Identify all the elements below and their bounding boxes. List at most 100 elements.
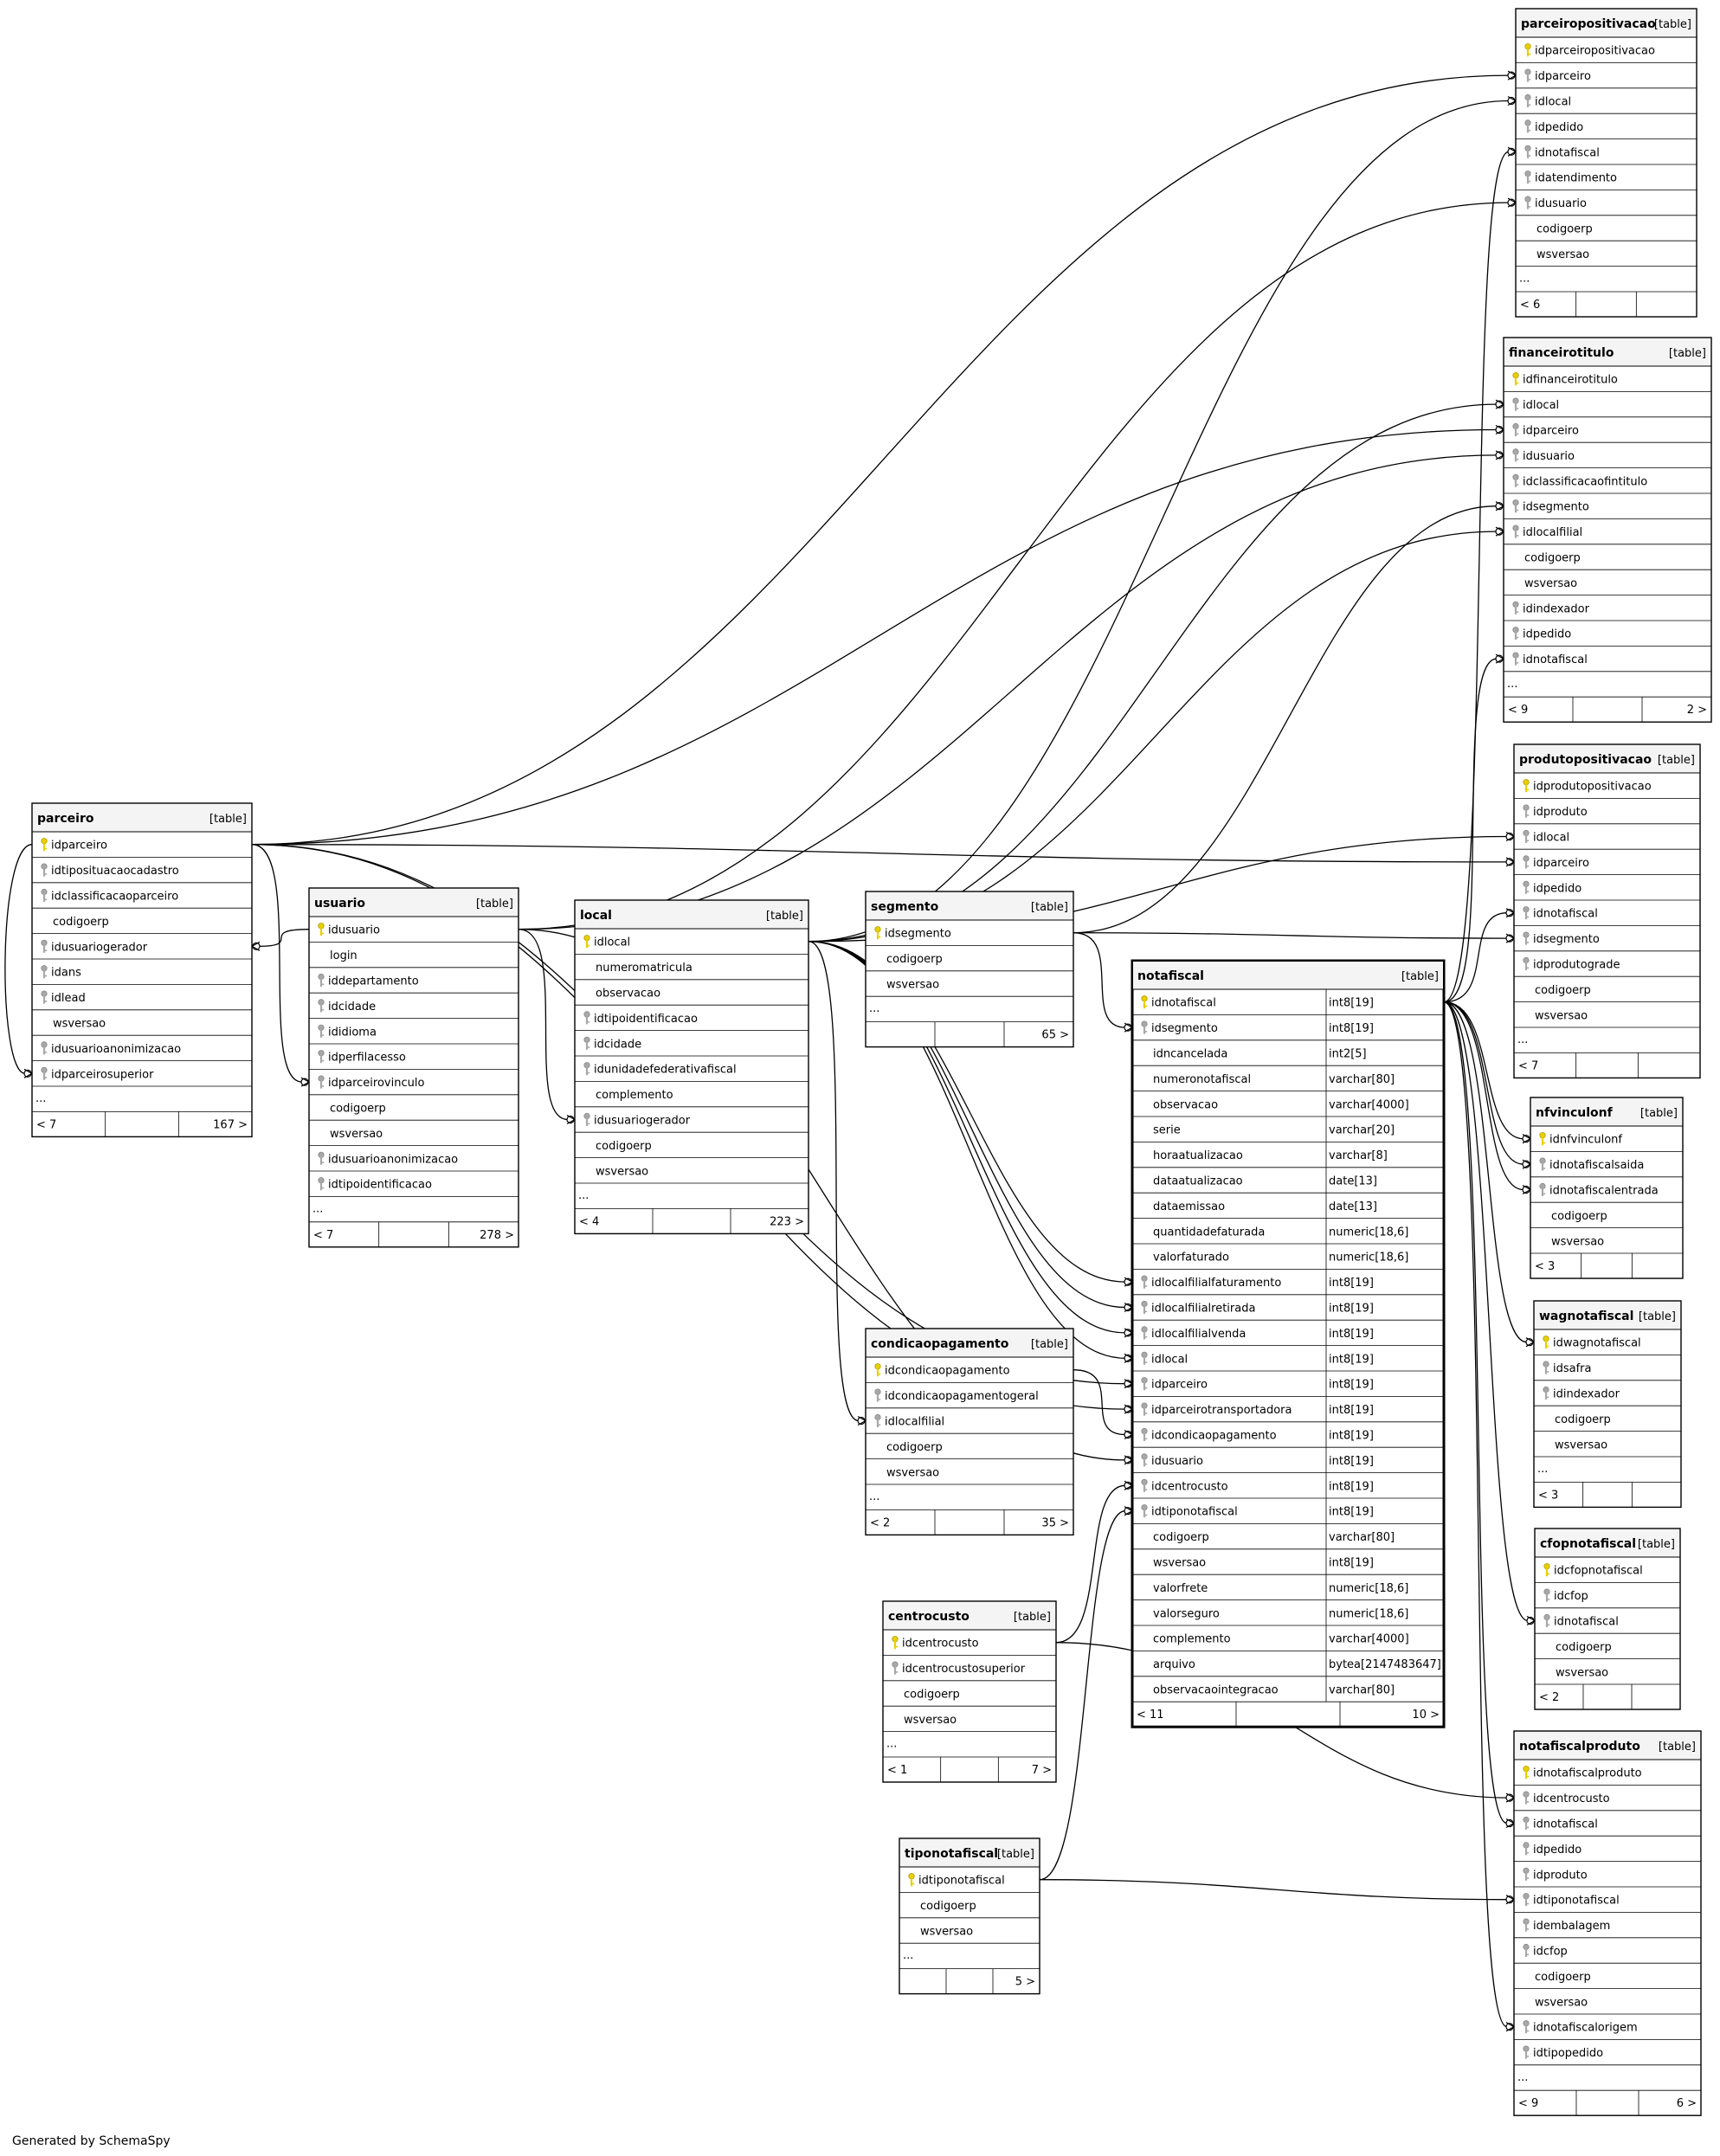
- column-row[interactable]: idparceiropositivacao: [1516, 43, 1697, 63]
- column-row[interactable]: idproduto: [1514, 804, 1700, 825]
- column-row[interactable]: idcondicaopagamentogeral: [866, 1388, 1073, 1409]
- column-row[interactable]: complemento: [575, 1089, 808, 1108]
- column-row[interactable]: wsversao: [1514, 1996, 1701, 2015]
- column-row[interactable]: codigoerp: [1516, 223, 1697, 241]
- column-row[interactable]: idtiponotafiscal: [1514, 1893, 1701, 1913]
- column-row[interactable]: wsversao: [575, 1165, 808, 1184]
- column-row[interactable]: idnotafiscalentrada: [1530, 1182, 1683, 1203]
- column-row[interactable]: idusuario: [309, 923, 519, 943]
- table-financeirotitulo[interactable]: financeirotitulo[table]idfinanceirotitul…: [1503, 337, 1712, 723]
- column-row[interactable]: idlocal: [1504, 397, 1711, 418]
- table-notafiscalproduto[interactable]: notafiscalproduto[table]idnotafiscalprod…: [1513, 1730, 1702, 2116]
- column-row[interactable]: idlocal: [575, 935, 808, 955]
- column-row[interactable]: idtipopedido: [1514, 2045, 1701, 2066]
- column-row[interactable]: wsversao: [1516, 248, 1697, 267]
- column-row[interactable]: wsversao: [1535, 1666, 1680, 1685]
- column-row[interactable]: codigoerp: [1535, 1641, 1680, 1659]
- column-row[interactable]: login: [309, 949, 519, 969]
- column-row[interactable]: wsversao: [899, 1926, 1040, 1944]
- column-row[interactable]: idindexador: [1534, 1386, 1681, 1406]
- column-row[interactable]: codigoerp: [1514, 1971, 1701, 1990]
- table-usuario[interactable]: usuario[table]idusuariologiniddepartamen…: [308, 887, 519, 1248]
- column-row[interactable]: idusuarioanonimizacao: [309, 1151, 519, 1172]
- table-nfvinculonf[interactable]: nfvinculonf[table]idnfvinculonfidnotafis…: [1530, 1097, 1684, 1279]
- column-row[interactable]: wsversao: [32, 1018, 252, 1036]
- table-cfopnotafiscal[interactable]: cfopnotafiscal[table]idcfopnotafiscalidc…: [1534, 1528, 1681, 1710]
- column-row[interactable]: idnotafiscalorigem: [1514, 2020, 1701, 2040]
- column-row[interactable]: idcentrocusto: [1514, 1791, 1701, 1812]
- column-row[interactable]: idindexador: [1504, 601, 1711, 621]
- column-row[interactable]: idtipoidentificacao: [575, 1011, 808, 1031]
- column-row[interactable]: idpedido: [1504, 627, 1711, 647]
- column-row[interactable]: idnotafiscal: [1504, 652, 1711, 673]
- column-row[interactable]: idtipoidentificacao: [309, 1177, 519, 1197]
- column-row[interactable]: idlocal: [1516, 93, 1697, 114]
- column-row[interactable]: idans: [32, 965, 252, 985]
- column-row[interactable]: idcentrocustosuperior: [883, 1661, 1056, 1682]
- table-produtopositivacao[interactable]: produtopositivacao[table]idprodutopositi…: [1513, 743, 1701, 1079]
- column-row[interactable]: idnotafiscal: [1514, 906, 1700, 926]
- column-row[interactable]: idcfop: [1535, 1588, 1680, 1609]
- column-row[interactable]: idwagnotafiscal: [1534, 1335, 1681, 1355]
- column-row[interactable]: codigoerp: [1504, 552, 1711, 570]
- column-row[interactable]: idcidade: [575, 1036, 808, 1057]
- column-row[interactable]: idcidade: [309, 999, 519, 1019]
- column-row[interactable]: wsversao: [1504, 577, 1711, 595]
- column-row[interactable]: idfinanceirotitulo: [1504, 372, 1711, 392]
- column-row[interactable]: codigoerp: [1530, 1210, 1683, 1228]
- column-row[interactable]: idnotafiscal: [1514, 1816, 1701, 1837]
- column-row[interactable]: idpedido: [1516, 119, 1697, 140]
- column-row[interactable]: idembalagem: [1514, 1918, 1701, 1939]
- table-parceiro[interactable]: parceiro[table]idparceiroidtiposituacaoc…: [31, 802, 253, 1138]
- column-row[interactable]: idnotafiscalproduto: [1514, 1766, 1701, 1786]
- column-row[interactable]: idusuario: [1504, 448, 1711, 468]
- table-condicaopagamento[interactable]: condicaopagamento[table]idcondicaopagame…: [865, 1328, 1074, 1536]
- column-row[interactable]: idnotafiscal: [1516, 145, 1697, 165]
- column-row[interactable]: codigoerp: [1534, 1413, 1681, 1432]
- column-row[interactable]: idcfopnotafiscal: [1535, 1563, 1680, 1583]
- column-row[interactable]: wsversao: [1534, 1438, 1681, 1458]
- column-row[interactable]: numeromatricula: [575, 962, 808, 981]
- column-row[interactable]: codigoerp: [899, 1900, 1040, 1919]
- column-row[interactable]: codigoerp: [309, 1103, 519, 1121]
- column-row[interactable]: observacao: [575, 988, 808, 1006]
- column-row[interactable]: idcentrocusto: [883, 1636, 1056, 1656]
- column-row[interactable]: idclassificacaoparceiro: [32, 888, 252, 909]
- column-row[interactable]: idcondicaopagamento: [866, 1363, 1073, 1383]
- column-row[interactable]: codigoerp: [866, 953, 1073, 972]
- column-row[interactable]: idprodutograde: [1514, 956, 1700, 977]
- column-row[interactable]: idatendimento: [1516, 171, 1697, 190]
- column-row[interactable]: idsegmento: [866, 926, 1073, 946]
- column-row[interactable]: idusuario: [1516, 196, 1697, 216]
- column-row[interactable]: idprodutopositivacao: [1514, 779, 1700, 799]
- table-segmento[interactable]: segmento[table]idsegmentocodigoerpwsvers…: [865, 891, 1074, 1048]
- column-row[interactable]: idtiposituacaocadastro: [32, 863, 252, 884]
- table-local[interactable]: local[table]idlocalnumeromatriculaobserv…: [574, 899, 809, 1235]
- column-row[interactable]: codigoerp: [32, 916, 252, 934]
- column-row[interactable]: idproduto: [1514, 1867, 1701, 1888]
- column-row[interactable]: idsegmento: [1504, 499, 1711, 519]
- column-row[interactable]: idusuariogerador: [575, 1112, 808, 1133]
- column-row[interactable]: idusuariogerador: [32, 939, 252, 960]
